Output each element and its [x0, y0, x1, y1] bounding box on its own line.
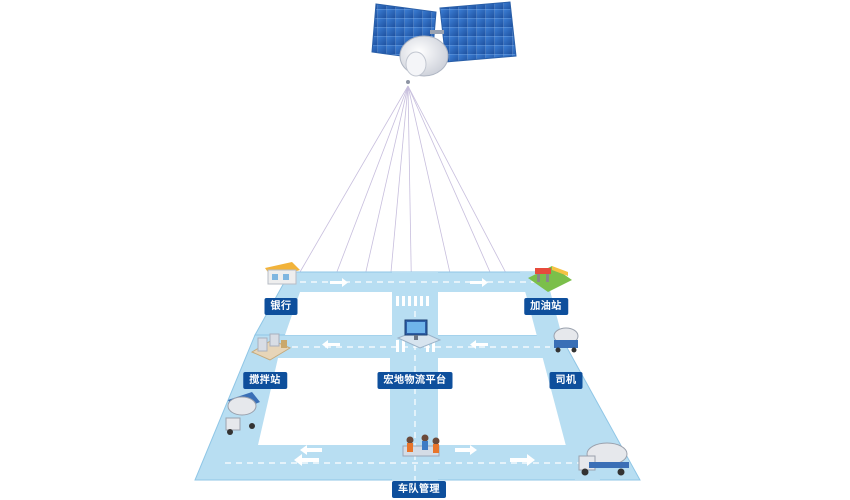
gas-station-icon [528, 266, 572, 292]
signal-beams [299, 85, 541, 339]
bank-building-icon [265, 262, 300, 285]
label-driver: 司机 [549, 372, 583, 389]
satellite-icon [371, 1, 517, 84]
mixer-truck-icon [225, 327, 629, 476]
platform-computer-icon [396, 319, 442, 349]
label-mixing-station: 搅拌站 [243, 372, 287, 389]
label-fleet: 车队管理 [392, 481, 446, 498]
label-bank: 银行 [264, 298, 298, 315]
label-platform: 宏地物流平台 [377, 372, 453, 389]
label-gas-station: 加油站 [524, 298, 568, 315]
fleet-team-icon [402, 434, 440, 457]
road-network [194, 271, 641, 481]
mixing-plant-icon [250, 333, 292, 361]
